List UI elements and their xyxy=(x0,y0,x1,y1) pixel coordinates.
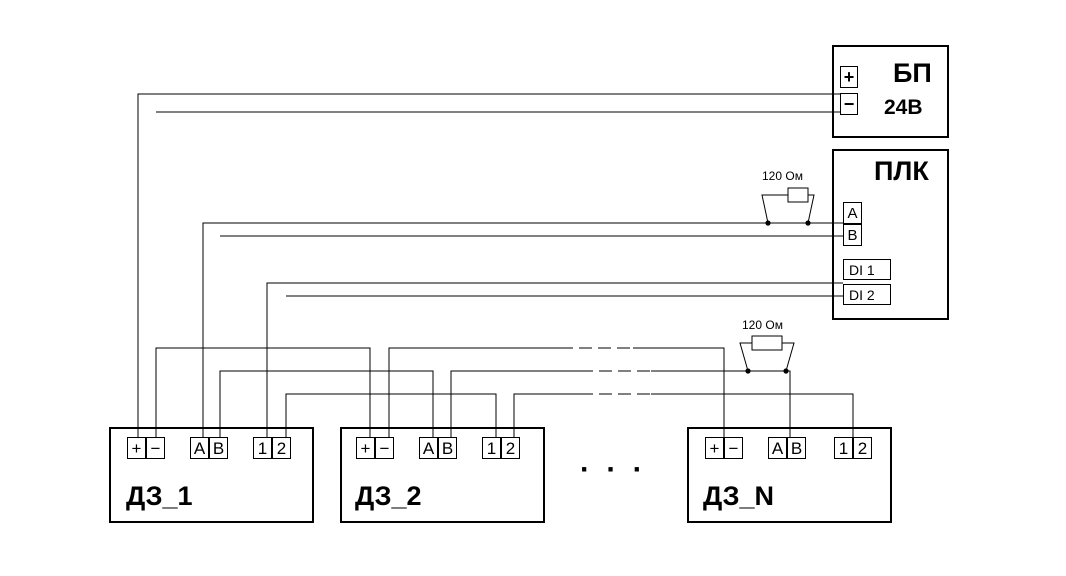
device-n-name: ДЗ_N xyxy=(703,481,774,511)
device-2-terminal-1: 1 xyxy=(482,437,501,459)
power-supply-block xyxy=(832,45,949,138)
device-1-terminal-b: B xyxy=(209,437,228,459)
device-1-terminal-a: A xyxy=(190,437,209,459)
wire-bus-power-2-n-a xyxy=(388,347,560,441)
power-supply-voltage: 24В xyxy=(884,96,923,119)
resistor-dn-body xyxy=(751,335,783,351)
device-n-terminal-a: A xyxy=(768,437,787,459)
resistor-dn-label: 120 Ом xyxy=(742,318,783,332)
device-2-terminal-b: B xyxy=(438,437,457,459)
wire-bus-io-2-n-b xyxy=(651,393,854,441)
plc-a-terminal: A xyxy=(843,202,862,224)
device-1-terminal-plus: + xyxy=(127,437,146,459)
device-n-block xyxy=(687,427,892,523)
plc-di1-terminal: DI 1 xyxy=(843,259,891,280)
device-n-terminal-1: 1 xyxy=(834,437,853,459)
device-1-block xyxy=(109,427,314,523)
device-n-terminal-minus: − xyxy=(724,437,743,459)
wire-bus-ab-2-n-a xyxy=(450,370,580,441)
wire-plc-a xyxy=(202,222,843,441)
wire-bus-ab-2-n-b xyxy=(651,370,791,441)
wire-bus-power-2-n-b xyxy=(633,347,725,441)
power-plus-terminal: + xyxy=(840,66,858,88)
device-2-terminal-2: 2 xyxy=(501,437,520,459)
device-n-terminal-b: B xyxy=(787,437,806,459)
device-2-terminal-a: A xyxy=(419,437,438,459)
terminator-dn-right-leg xyxy=(782,342,795,372)
terminator-plc-right-leg xyxy=(807,194,815,224)
device-2-terminal-plus: + xyxy=(356,437,375,459)
device-1-name: ДЗ_1 xyxy=(126,481,193,511)
device-2-terminal-minus: − xyxy=(375,437,394,459)
wire-power-plus xyxy=(137,93,840,441)
device-2-name: ДЗ_2 xyxy=(355,481,422,511)
terminator-dn-left-leg xyxy=(739,342,752,372)
wire-bus-io-1-2 xyxy=(285,393,497,441)
wire-plc-di1 xyxy=(266,282,843,441)
wire-bus-io-2-n-a xyxy=(513,393,580,441)
junction-dot xyxy=(765,220,771,226)
resistor-plc-label: 120 Ом xyxy=(762,169,803,183)
wire-bus-ab-1-2 xyxy=(219,370,434,441)
device-1-terminal-1: 1 xyxy=(253,437,272,459)
junction-dot xyxy=(805,220,811,226)
device-n-terminal-plus: + xyxy=(705,437,724,459)
device-2-block xyxy=(340,427,545,523)
plc-name: ПЛК xyxy=(874,156,929,186)
ellipsis-more-devices: · · · xyxy=(580,453,647,486)
junction-dot xyxy=(745,368,751,374)
plc-b-terminal: B xyxy=(843,224,862,246)
device-1-terminal-minus: − xyxy=(146,437,165,459)
terminator-plc-left-leg xyxy=(761,194,788,224)
plc-di2-terminal: DI 2 xyxy=(843,284,891,305)
device-n-terminal-2: 2 xyxy=(853,437,872,459)
resistor-plc-body xyxy=(787,187,809,203)
power-supply-name: БП xyxy=(893,58,932,88)
plc-block xyxy=(832,149,949,320)
power-minus-terminal: − xyxy=(840,93,858,115)
junction-dot xyxy=(783,368,789,374)
device-1-terminal-2: 2 xyxy=(272,437,291,459)
